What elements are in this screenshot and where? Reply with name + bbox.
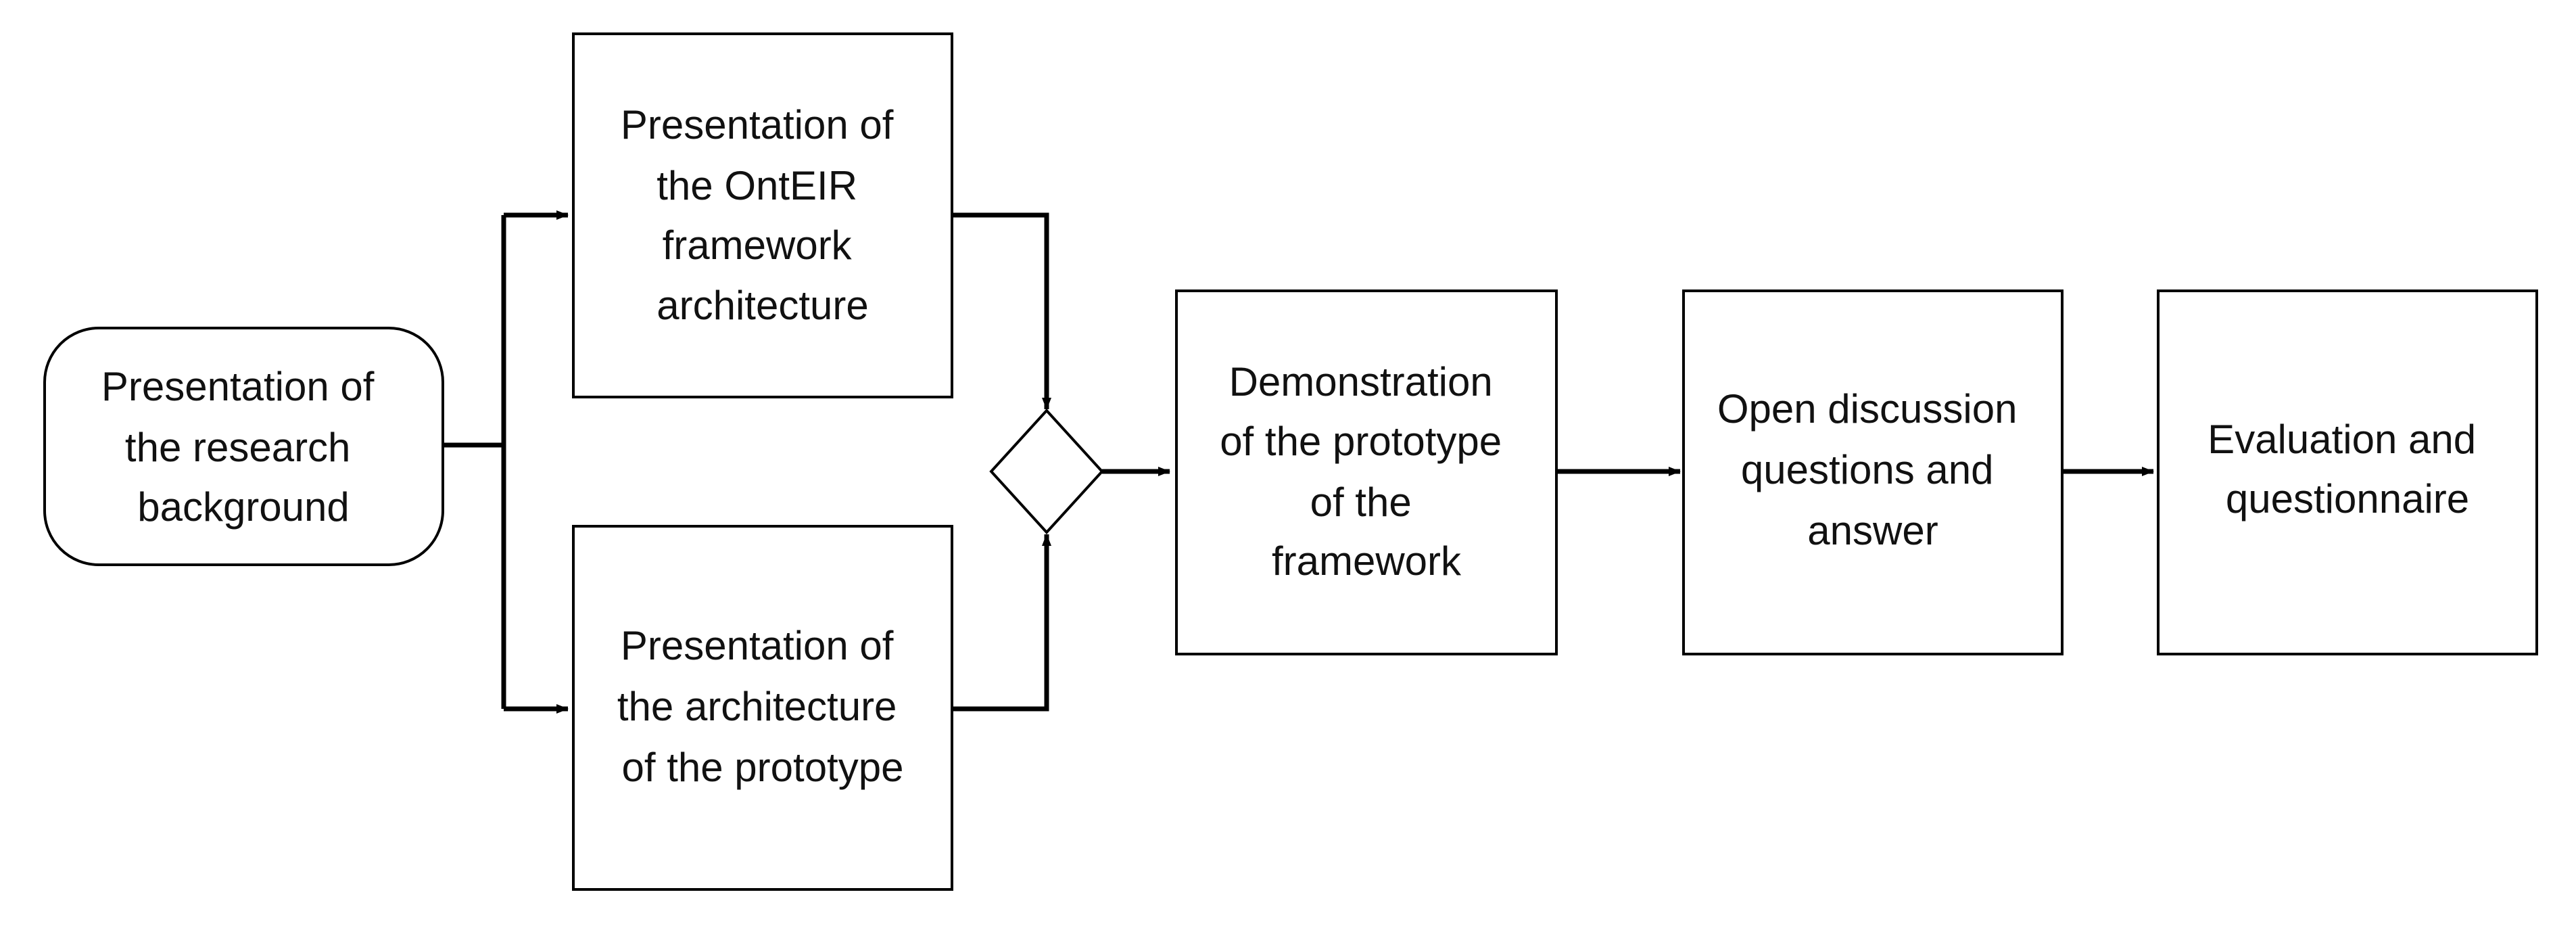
node-prototype-architecture: Presentation of the architecture of the … bbox=[572, 525, 953, 891]
svg-text:Presentation of the rese: Presentation of the research background bbox=[101, 364, 385, 530]
node-ontEIR-framework: Presentation of the OntEIR framework arc… bbox=[572, 32, 953, 398]
prototype-architecture-line-2: the architecture bbox=[617, 684, 897, 729]
research-background-line-3: background bbox=[137, 484, 350, 530]
arrow-prototype-to-decision bbox=[953, 534, 1051, 712]
arrow-ontEIR-to-decision bbox=[953, 212, 1051, 410]
svg-text:Open discussion question: Open discussion questions and answer bbox=[1717, 386, 2028, 553]
decision-diamond bbox=[989, 409, 1104, 534]
ontEIR-framework-line-1: Presentation of bbox=[621, 102, 894, 147]
research-background-line-1: Presentation of bbox=[101, 364, 375, 409]
open-discussion-line-2: questions and bbox=[1741, 447, 1994, 492]
ontEIR-framework-line-4: architecture bbox=[657, 283, 868, 328]
prototype-architecture-line-1: Presentation of bbox=[621, 623, 894, 668]
svg-text:Demonstration of the pro: Demonstration of the prototype of the fr… bbox=[1220, 359, 1513, 584]
demonstration-line-2: of the prototype bbox=[1220, 419, 1502, 464]
node-demonstration: Demonstration of the prototype of the fr… bbox=[1175, 289, 1558, 655]
svg-text:Presentation of the arch: Presentation of the architecture of the … bbox=[617, 623, 908, 790]
prototype-architecture-line-3: of the prototype bbox=[622, 745, 904, 790]
research-background-line-2: the research bbox=[125, 425, 351, 470]
demonstration-line-1: Demonstration bbox=[1229, 359, 1493, 404]
connectors bbox=[443, 210, 2154, 714]
ontEIR-framework-line-3: framework bbox=[663, 223, 853, 268]
node-evaluation: Evaluation and questionnaire bbox=[2157, 289, 2538, 655]
node-open-discussion: Open discussion questions and answer bbox=[1682, 289, 2064, 655]
open-discussion-line-3: answer bbox=[1807, 508, 1938, 553]
demonstration-line-4: framework bbox=[1272, 538, 1462, 584]
evaluation-line-2: questionnaire bbox=[2226, 476, 2469, 521]
svg-text:Presentation of the OntE: Presentation of the OntEIR framework arc… bbox=[621, 102, 905, 328]
node-research-background: Presentation of the research background bbox=[43, 327, 444, 566]
ontEIR-framework-line-2: the OntEIR bbox=[657, 163, 857, 208]
demonstration-line-3: of the bbox=[1310, 480, 1412, 525]
open-discussion-line-1: Open discussion bbox=[1717, 386, 2018, 432]
evaluation-line-1: Evaluation and bbox=[2208, 417, 2476, 462]
svg-text:Evaluation and questionn: Evaluation and questionnaire bbox=[2208, 417, 2487, 521]
